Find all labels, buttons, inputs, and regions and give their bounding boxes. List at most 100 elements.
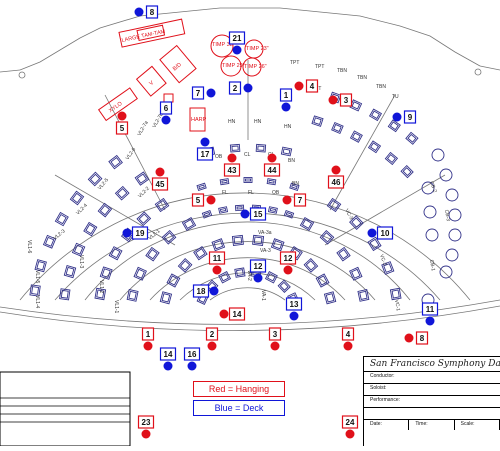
chair <box>280 146 293 157</box>
bass-stool <box>448 228 462 242</box>
mic-number: 4 <box>310 82 315 91</box>
mic-number: 1 <box>284 91 289 100</box>
chair <box>87 171 103 187</box>
chair <box>400 164 414 179</box>
bass-stool <box>445 248 459 262</box>
chair <box>97 202 113 218</box>
mic-number: 23 <box>142 418 151 427</box>
mic-number: 18 <box>197 287 206 296</box>
section-label: HN <box>228 119 236 125</box>
chair <box>231 234 244 246</box>
chair <box>42 234 57 249</box>
chair <box>303 258 319 273</box>
deck-mic-marker: 9 <box>392 110 417 124</box>
chair <box>229 143 241 153</box>
chair <box>267 206 278 214</box>
deck-mic-marker: 10 <box>367 226 394 240</box>
chair <box>94 287 107 301</box>
chair <box>201 210 213 219</box>
deck-mic-marker: 19 <box>122 226 149 240</box>
chair <box>136 211 152 227</box>
hanging-mic-marker: 5 <box>115 111 129 135</box>
mic-dot <box>328 95 338 105</box>
time-field: Time: <box>409 420 455 430</box>
chair <box>219 178 230 186</box>
mic-number: 8 <box>420 334 425 343</box>
chair <box>218 206 229 214</box>
deck-mic-marker: 12 <box>249 259 267 283</box>
section-label: TBN <box>337 68 347 74</box>
chair <box>181 216 197 232</box>
section-label: TBN <box>376 84 386 90</box>
soloist-field: Soloist: <box>364 384 500 396</box>
bass-stool <box>445 188 459 202</box>
chair <box>108 154 123 170</box>
chair <box>349 215 364 230</box>
chair <box>299 216 315 232</box>
mic-dot <box>404 333 414 343</box>
mic-number: 6 <box>164 104 169 113</box>
mic-number: 44 <box>268 166 277 175</box>
mic-dot <box>161 115 171 125</box>
mic-dot <box>283 265 293 275</box>
hanging-mic-marker: 5 <box>191 193 216 207</box>
section-label: VC-1 <box>393 299 401 311</box>
mic-number: 5 <box>196 196 201 205</box>
notes-box <box>0 371 131 447</box>
chair <box>83 221 98 237</box>
chair <box>196 182 207 191</box>
mic-dot <box>141 429 151 439</box>
mic-dot <box>134 7 144 17</box>
mic-number: 13 <box>290 300 299 309</box>
chair <box>319 229 335 245</box>
section-label: TPT <box>315 64 324 70</box>
mic-number: 2 <box>210 330 215 339</box>
seating-layout <box>29 91 462 307</box>
section-label: OB <box>272 190 280 196</box>
section-label: FL <box>248 190 254 196</box>
mic-dot <box>209 286 219 296</box>
blank-field <box>364 408 500 420</box>
section-label: VL1-3 <box>78 255 84 269</box>
chair <box>405 131 419 145</box>
deck-mic-marker: 1 <box>279 88 293 112</box>
bass-stool <box>423 205 437 219</box>
section-label: CB-3 <box>443 209 451 221</box>
section-label: HN <box>254 119 262 125</box>
chair <box>59 288 71 301</box>
chair <box>234 267 246 278</box>
deck-mic-marker: 14 <box>159 347 177 371</box>
section-label: TBN <box>357 75 367 81</box>
mic-dot <box>367 228 377 238</box>
chair <box>159 291 173 305</box>
chair <box>336 246 351 262</box>
hanging-mic-marker: 3 <box>268 327 282 351</box>
mic-dot <box>289 311 299 321</box>
hanging-mic-marker: 23 <box>137 415 155 439</box>
hanging-mic-marker: 4 <box>341 327 355 351</box>
section-label: VL2-7a <box>137 120 150 137</box>
chair <box>114 185 130 201</box>
chair <box>367 140 382 154</box>
chair <box>69 190 85 206</box>
section-label: VA-3a <box>258 230 272 236</box>
chair <box>326 197 342 213</box>
hanging-mic-marker: 11 <box>208 251 226 275</box>
chair <box>367 236 382 252</box>
mic-number: 45 <box>156 180 165 189</box>
chair <box>71 242 86 257</box>
hanging-mic-marker: 46 <box>327 165 345 189</box>
mic-dot <box>155 167 165 177</box>
chair <box>283 210 295 219</box>
bass-stool <box>431 148 445 162</box>
hanging-mic-marker: 1 <box>141 327 155 351</box>
deck-mic-marker: 11 <box>421 302 439 326</box>
timp-26-label: TIMP 26" <box>244 64 267 70</box>
chair <box>368 108 383 122</box>
mic-number: 1 <box>146 330 151 339</box>
bd-label: B/D <box>172 62 183 73</box>
hanging-mic-marker: 14 <box>219 307 246 321</box>
harp-label: HARP <box>191 117 207 123</box>
hanging-mic-marker: 7 <box>282 193 307 207</box>
